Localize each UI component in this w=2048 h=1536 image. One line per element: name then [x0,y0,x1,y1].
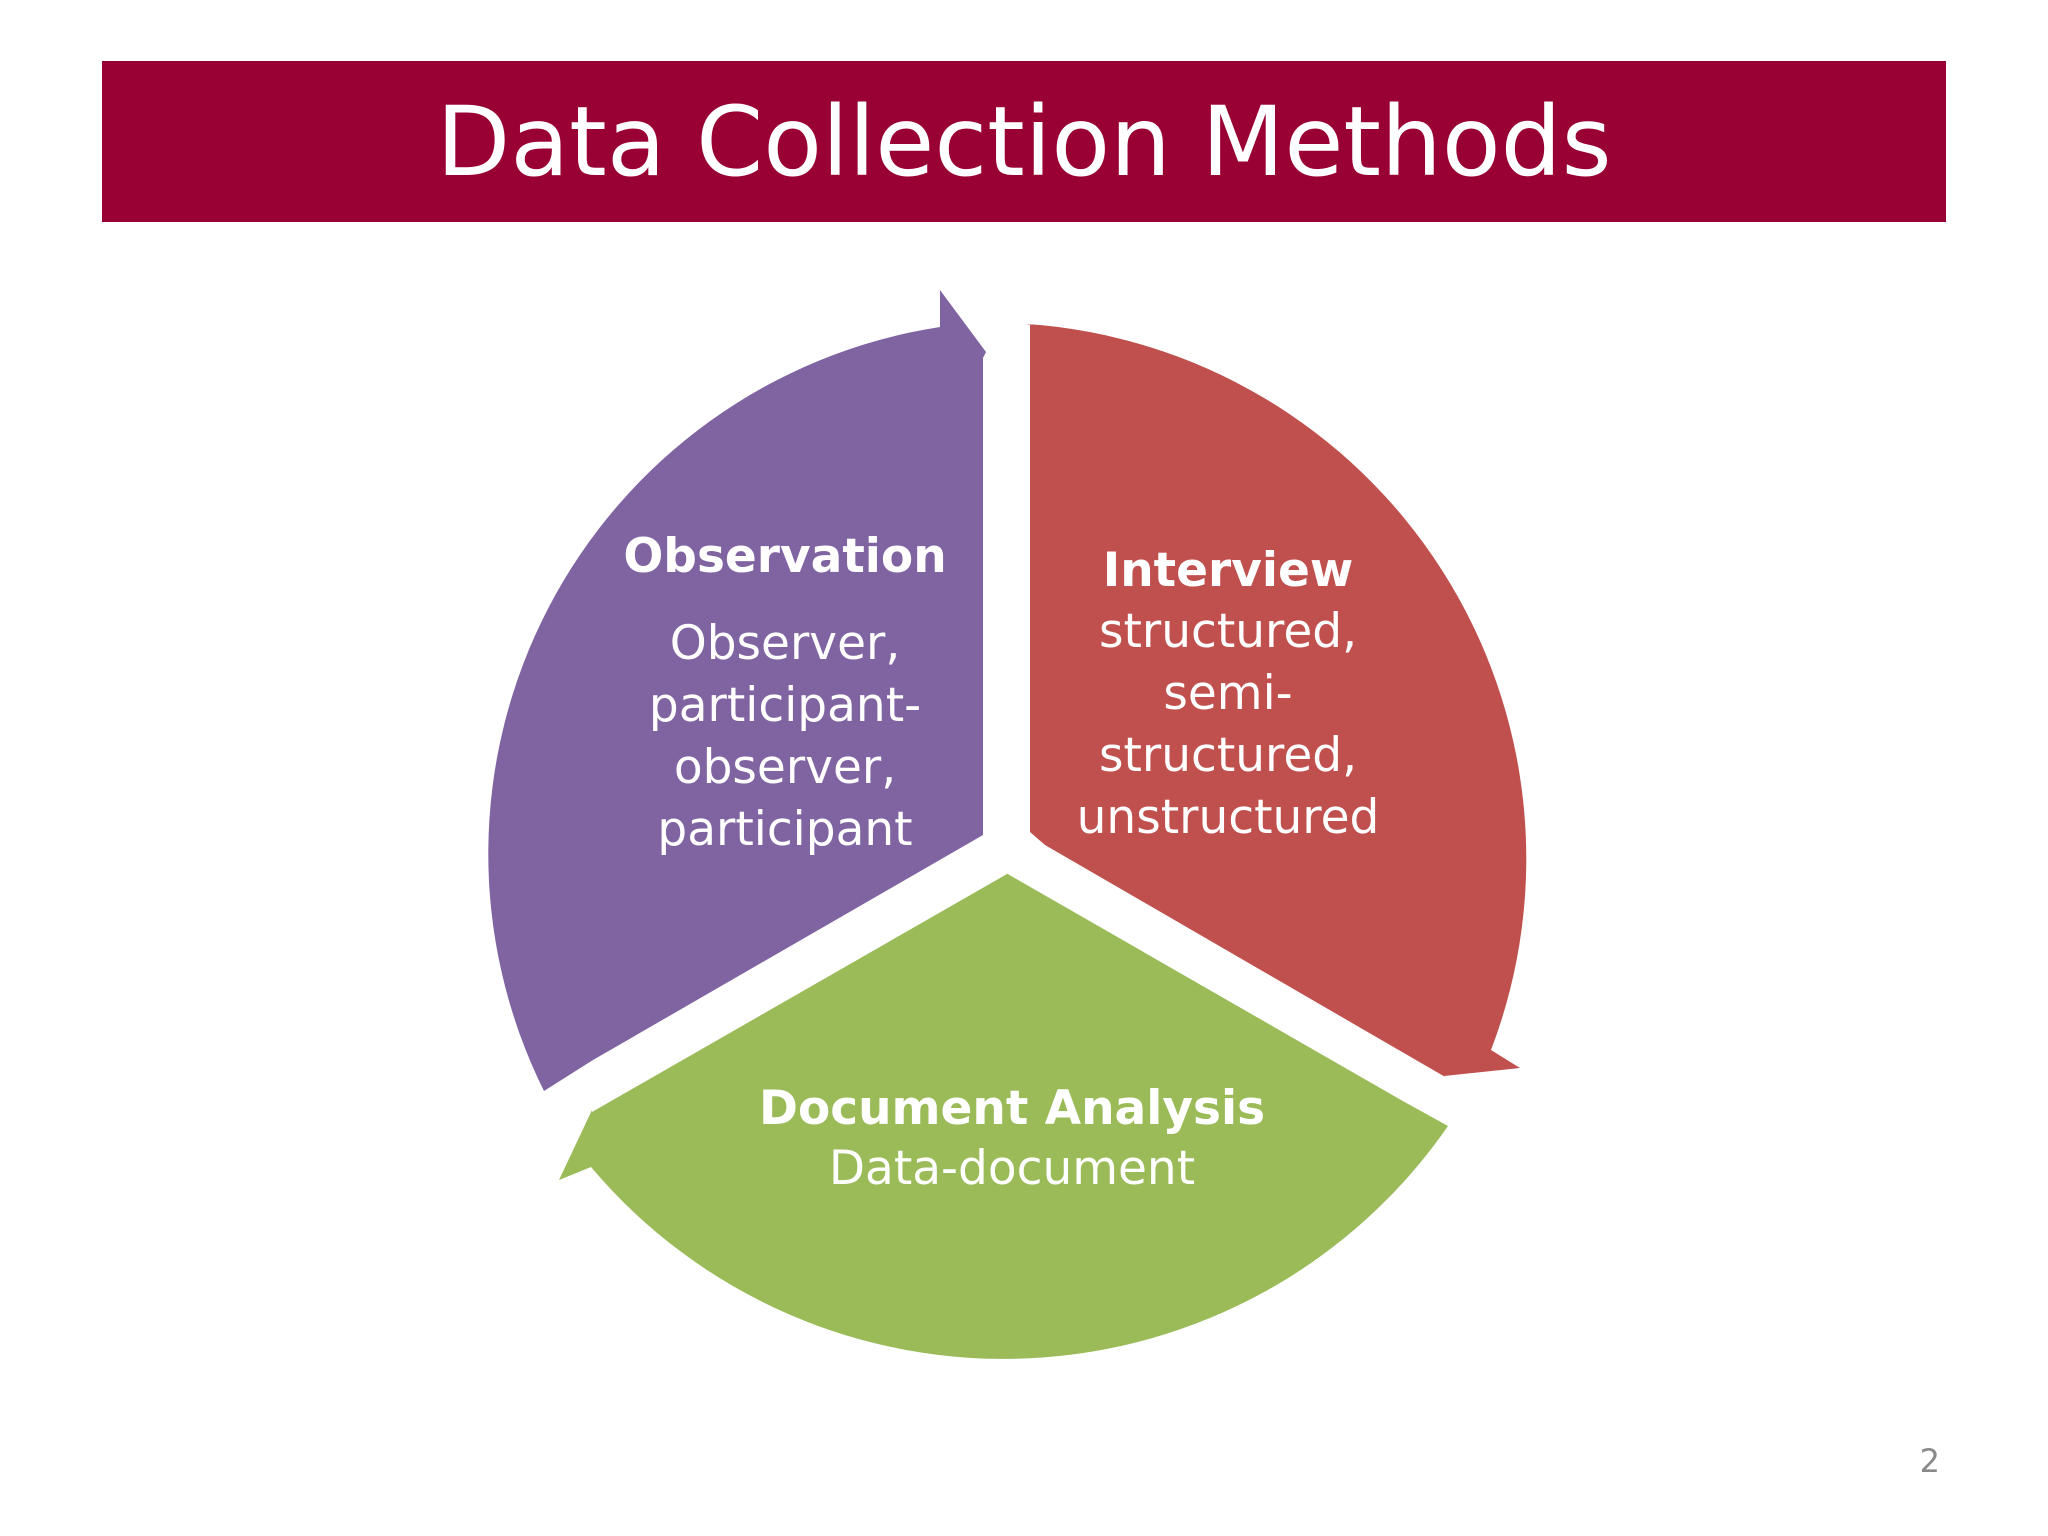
document-analysis-line: Data-document [828,1140,1196,1196]
interview-details: structured, semi- structured, unstructur… [1028,601,1428,849]
page-number: 2 [1919,1442,1940,1480]
interview-line: unstructured [1076,789,1380,845]
interview-line: structured, [1098,727,1358,783]
document-analysis-details: Data-document [712,1139,1312,1199]
interview-line: semi- [1163,665,1293,721]
interview-line: structured, [1098,603,1358,659]
document-analysis-heading: Document Analysis [758,1081,1266,1136]
observation-line: Observer, [669,615,901,671]
slide-title: Data Collection Methods [436,85,1612,198]
observation-heading: Observation [623,529,947,584]
interview-label-group: Interview structured, semi- structured, … [1028,542,1428,849]
observation-label-group: Observation Observer, participant- obser… [585,528,985,861]
interview-segment [1027,324,1527,1078]
observation-details: Observer, participant- observer, partici… [585,613,985,861]
observation-line: participant- [648,677,922,733]
observation-line: participant [657,801,913,857]
observation-line: observer, [673,739,897,795]
interview-heading: Interview [1102,543,1354,598]
document-analysis-segment [559,873,1448,1359]
document-analysis-label-group: Document Analysis Data-document [712,1080,1312,1199]
title-banner: Data Collection Methods [102,61,1946,222]
observation-segment [488,290,986,1091]
